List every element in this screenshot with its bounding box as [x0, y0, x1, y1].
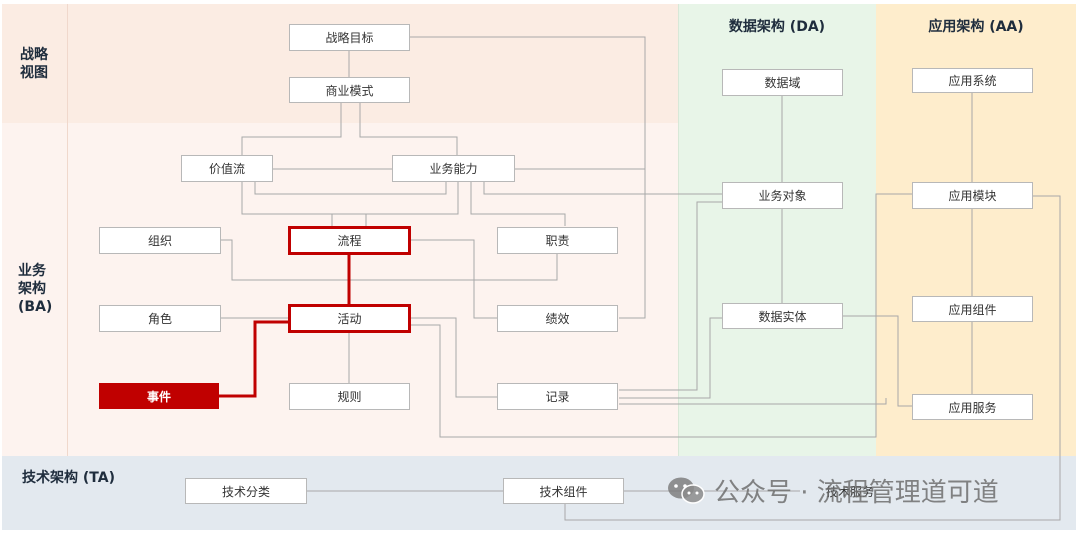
app-architecture-label: 应用架构 (AA) — [928, 19, 1024, 35]
app-system-node[interactable]: 应用系统 — [912, 68, 1033, 93]
app-module-node[interactable]: 应用模块 — [912, 182, 1033, 209]
business-model-node[interactable]: 商业模式 — [289, 77, 410, 103]
process-node[interactable]: 流程 — [288, 226, 411, 255]
wechat-icon — [666, 475, 706, 507]
strategy-band — [2, 4, 678, 123]
event-node[interactable]: 事件 — [99, 383, 219, 409]
organization-node[interactable]: 组织 — [99, 227, 221, 254]
performance-node[interactable]: 绩效 — [497, 305, 618, 332]
business-object-node[interactable]: 业务对象 — [722, 182, 843, 209]
watermark-text: 公众号 · 流程管理道可道 — [714, 478, 999, 508]
duty-node[interactable]: 职责 — [497, 227, 618, 254]
value-stream-node[interactable]: 价值流 — [181, 155, 273, 182]
app-service-node[interactable]: 应用服务 — [912, 394, 1033, 420]
activity-node[interactable]: 活动 — [288, 304, 411, 333]
strategy-view-label: 战略 视图 — [20, 47, 48, 81]
business-architecture-label: 业务 架构 (BA) — [18, 263, 53, 315]
strategic-goal-node[interactable]: 战略目标 — [289, 24, 410, 51]
tech-component-node[interactable]: 技术组件 — [503, 478, 624, 504]
data-architecture-label: 数据架构 (DA) — [728, 19, 826, 35]
data-domain-node[interactable]: 数据域 — [722, 69, 843, 96]
tech-architecture-label: 技术架构 (TA) — [22, 470, 115, 486]
data-entity-node[interactable]: 数据实体 — [722, 303, 843, 329]
rule-node[interactable]: 规则 — [289, 383, 410, 410]
row-label-column — [2, 4, 68, 456]
watermark: 公众号 · 流程管理道可道 — [666, 472, 999, 509]
tech-category-node[interactable]: 技术分类 — [185, 478, 307, 504]
app-component-node[interactable]: 应用组件 — [912, 296, 1033, 322]
tech-service-node[interactable]: 技术服务 — [825, 484, 874, 499]
record-node[interactable]: 记录 — [497, 383, 618, 410]
role-node[interactable]: 角色 — [99, 305, 221, 332]
business-capability-node[interactable]: 业务能力 — [392, 155, 515, 182]
